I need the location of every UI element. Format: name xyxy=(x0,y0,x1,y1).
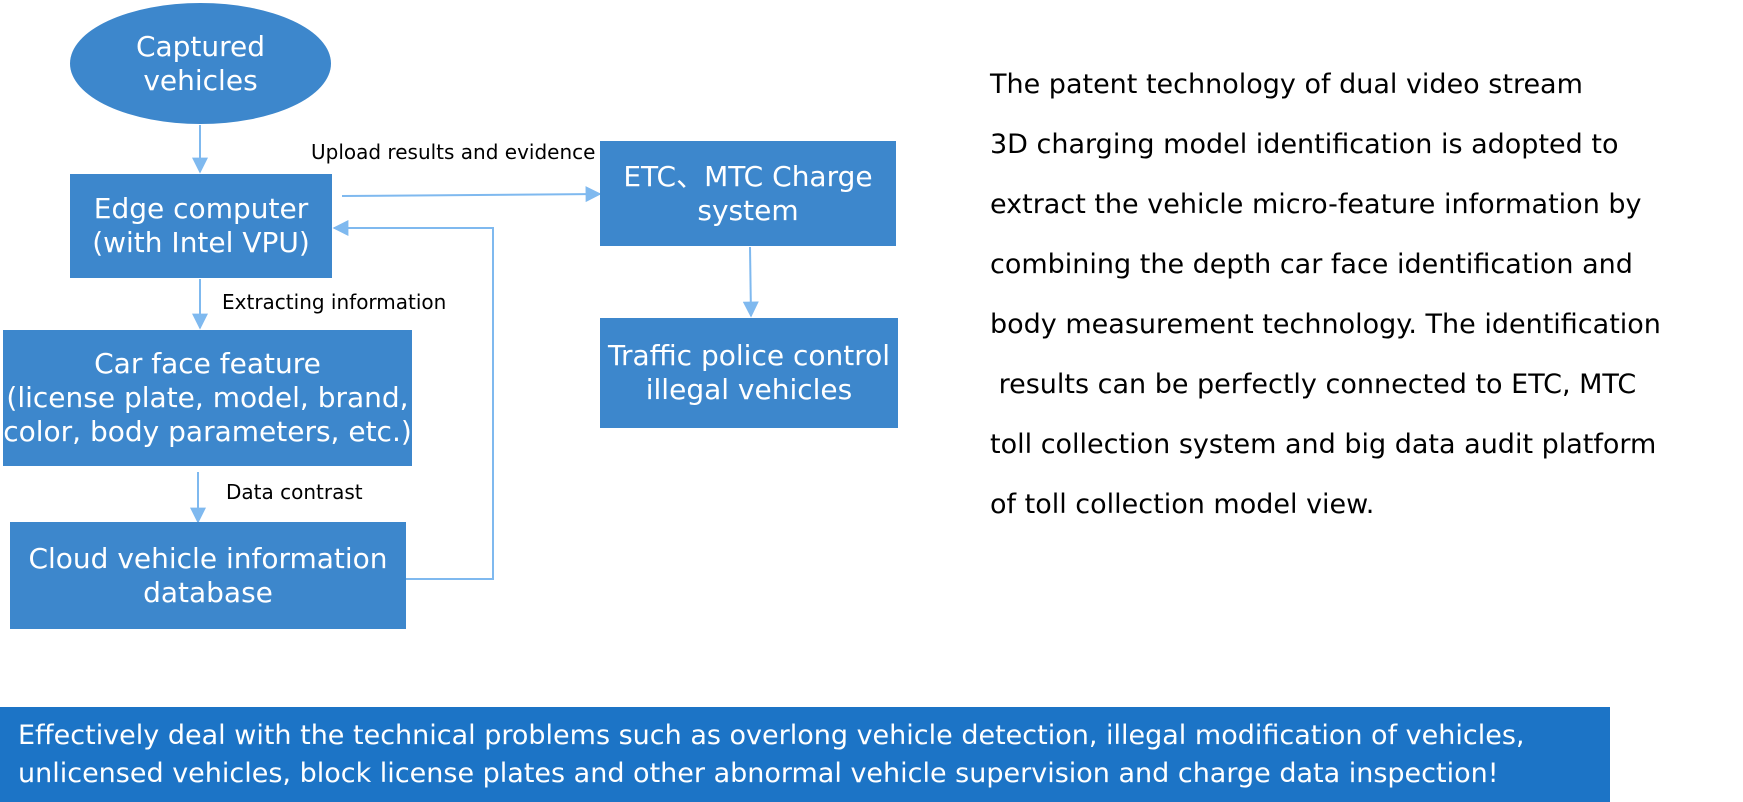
node-charge-system: ETC、MTC Charge system xyxy=(600,141,896,246)
edge-label-extracting: Extracting information xyxy=(222,290,447,314)
node-label-line: Edge computer xyxy=(93,192,309,225)
description-line: of toll collection model view. xyxy=(990,489,1375,520)
node-edge-computer: Edge computer (with Intel VPU) xyxy=(70,174,332,278)
edge-charge-to-traffic xyxy=(742,246,759,318)
node-label-line: Traffic police control xyxy=(607,339,891,372)
node-traffic-police: Traffic police control illegal vehicles xyxy=(600,318,898,428)
description-line: combining the depth car face identificat… xyxy=(990,249,1633,280)
description-line: results can be perfectly connected to ET… xyxy=(990,369,1637,400)
description-line: toll collection system and big data audi… xyxy=(990,429,1657,460)
edge-label-upload: Upload results and evidence xyxy=(311,140,596,164)
description-line: 3D charging model identification is adop… xyxy=(990,129,1619,160)
node-label-line: color, body parameters, etc.) xyxy=(3,415,412,448)
banner-line: unlicensed vehicles, block license plate… xyxy=(18,758,1499,789)
edge-edge-to-charge xyxy=(341,186,602,203)
node-label-line: database xyxy=(143,575,273,609)
description-paragraph: The patent technology of dual video stre… xyxy=(990,64,1730,544)
edge-cloud-to-edge xyxy=(332,220,494,580)
node-captured-vehicles: Captured vehicles xyxy=(70,3,331,124)
node-label-line: system xyxy=(697,193,799,227)
node-label-line: Cloud vehicle information xyxy=(28,541,388,575)
summary-banner: Effectively deal with the technical prob… xyxy=(0,707,1610,802)
node-car-face-feature: Car face feature (license plate, model, … xyxy=(3,330,412,466)
node-label-line: illegal vehicles xyxy=(645,373,853,406)
node-label-line: Car face feature xyxy=(94,347,321,380)
node-label-line: Captured xyxy=(135,29,266,63)
description-line: The patent technology of dual video stre… xyxy=(990,69,1583,100)
node-cloud-database: Cloud vehicle information database xyxy=(10,522,406,629)
node-label-line: (with Intel VPU) xyxy=(92,226,310,259)
node-label-line: (license plate, model, brand, xyxy=(6,381,409,414)
edge-label-data-contrast: Data contrast xyxy=(226,480,363,504)
node-label-line: vehicles xyxy=(143,63,258,97)
description-line: extract the vehicle micro-feature inform… xyxy=(990,189,1642,220)
node-label-line: ETC、MTC Charge xyxy=(623,159,873,193)
banner-line: Effectively deal with the technical prob… xyxy=(18,720,1525,751)
description-line: body measurement technology. The identif… xyxy=(990,309,1661,340)
